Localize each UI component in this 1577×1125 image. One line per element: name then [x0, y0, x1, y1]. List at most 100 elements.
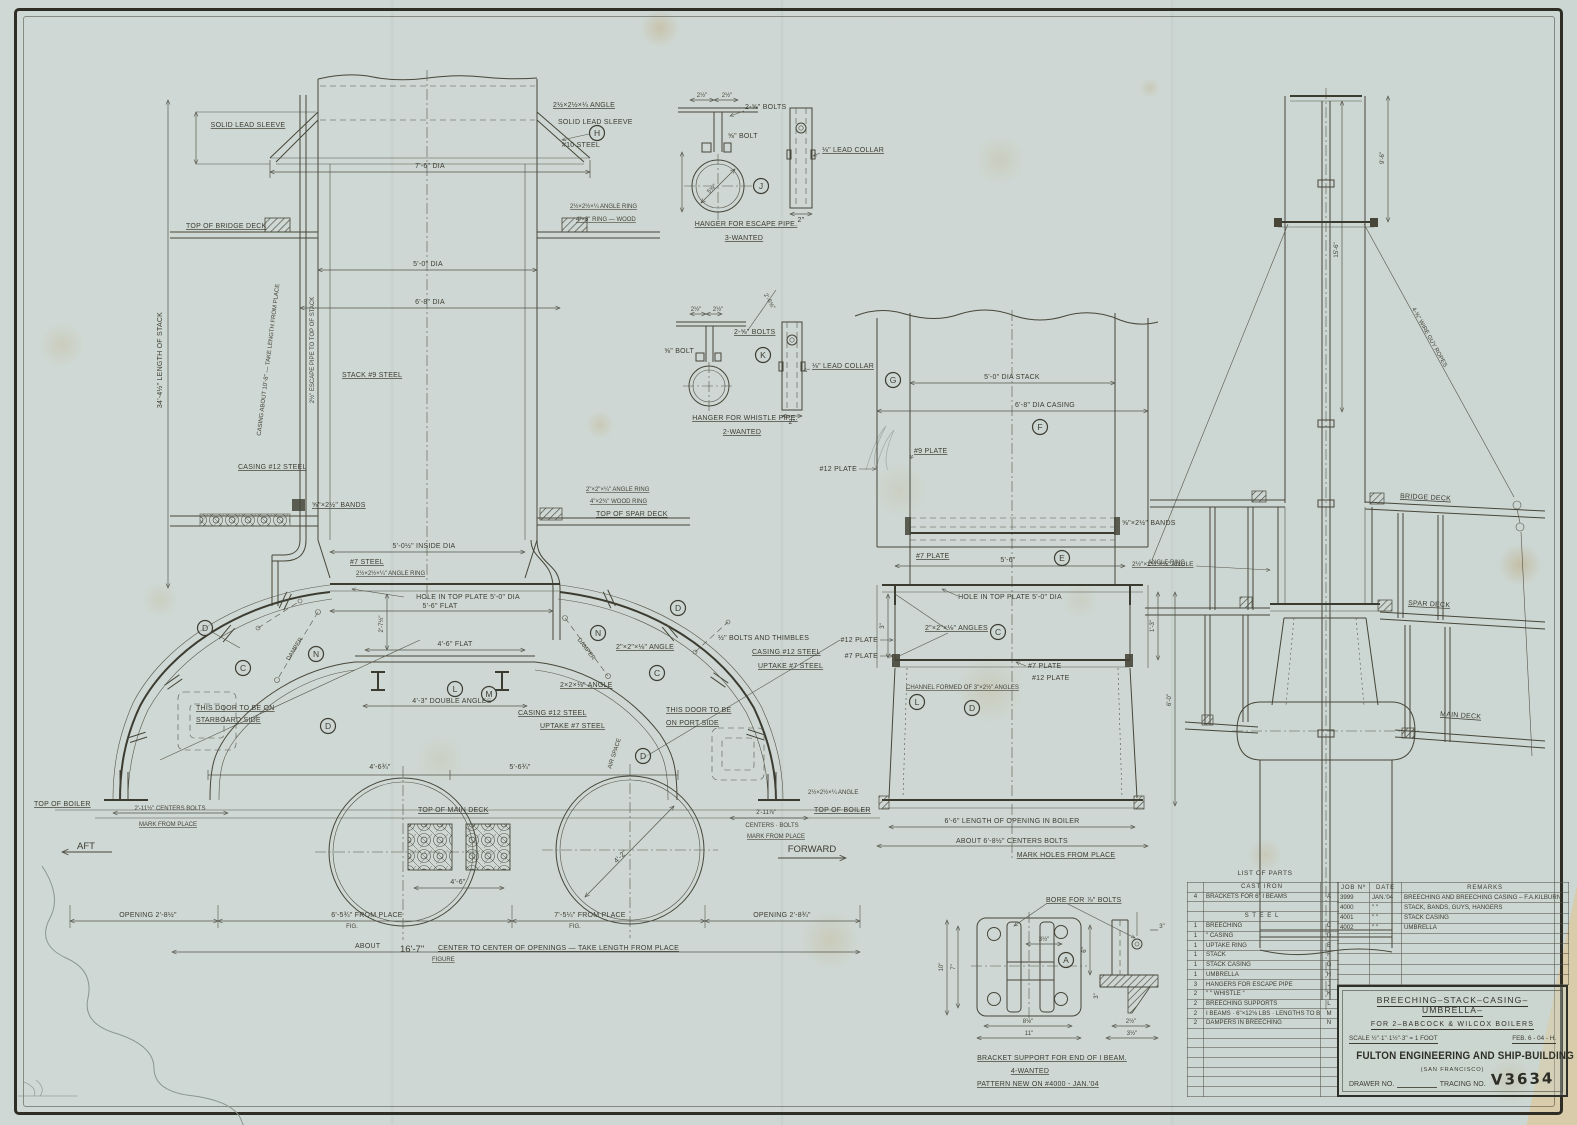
label-door-starboard-1: THIS DOOR TO BE ON	[196, 705, 275, 712]
label-opening-left: OPENING 2'-8½"	[119, 911, 177, 919]
label-dim2-a: 2"	[798, 217, 805, 224]
svg-text:N: N	[595, 628, 601, 638]
label-bolt-b: ⅝" BOLT	[664, 348, 694, 355]
marker-d: D	[669, 599, 687, 617]
label-air-space: AIR SPACE	[607, 738, 622, 770]
marker-h: H	[588, 124, 606, 142]
svg-text:D: D	[202, 623, 208, 633]
label-escape-pipe: 2½" ESCAPE PIPE TO TOP OF STACK	[309, 297, 316, 404]
label-bridge-deck: BRIDGE DECK	[1400, 493, 1451, 503]
label-dbl-angles: 4'-3" DOUBLE ANGLES	[412, 698, 491, 705]
marker-g: G	[884, 371, 902, 389]
label-casing-steel-l2: CASING #12 STEEL	[518, 710, 587, 717]
table-row	[1187, 1027, 1339, 1039]
label-top-spar-deck: TOP OF SPAR DECK	[596, 511, 668, 518]
svg-text:G: G	[890, 375, 897, 385]
label-top-boiler-left: TOP OF BOILER	[34, 801, 91, 808]
label-door-starboard-2: STARBOARD SIDE	[196, 717, 261, 724]
marker-c: C	[989, 623, 1007, 641]
label-uptake-steel-l2: UPTAKE #7 STEEL	[540, 723, 605, 730]
label-dim-2half-b: 2½"	[722, 92, 732, 99]
label-dim-5-6-3q: 5'-6¾"	[509, 764, 531, 771]
svg-text:F: F	[1037, 422, 1042, 432]
svg-text:C: C	[654, 668, 660, 678]
label-plate12-c: #12 PLATE	[1032, 675, 1070, 682]
svg-text:L: L	[453, 684, 458, 694]
label-top-main-deck: TOP OF MAIN DECK	[418, 807, 489, 814]
company-location: (SAN FRANCISCO)	[1420, 1066, 1485, 1073]
drawing-border-inner	[23, 16, 1555, 1107]
drawer-no-blank	[1397, 1080, 1437, 1088]
label-plate12-a: #12 PLATE	[819, 466, 857, 473]
table-row	[1187, 1076, 1339, 1088]
label-wood-ring-top: 4"×8" RING — WOOD	[576, 217, 636, 223]
marker-m: M	[480, 685, 498, 703]
marker-e: E	[1053, 549, 1071, 567]
label-dim-3: 3"	[1159, 924, 1164, 930]
label-top-boiler-right: TOP OF BOILER	[814, 807, 871, 814]
label-dim-4-6-3q: 4'-6¾"	[369, 764, 391, 771]
label-centers-left-2: MARK FROM PLACE	[139, 822, 197, 828]
label-dim-1-3: 1'-3"	[1150, 620, 1156, 632]
label-dim-15-6: 15'-6"	[1334, 242, 1340, 257]
label-casing-steel-right: CASING #12 STEEL	[752, 649, 821, 656]
label-dim-2half-a: 2½"	[697, 92, 707, 99]
label-dim-2half-c: 2½"	[691, 306, 701, 313]
label-dim-6-0: 6'-0"	[1167, 694, 1173, 706]
svg-text:E: E	[1059, 553, 1065, 563]
label-bracket-title: BRACKET SUPPORT FOR END OF I BEAM.	[977, 1055, 1127, 1062]
label-dim-2half-d: 2½"	[713, 306, 723, 313]
label-fig-1: FIG.	[346, 924, 358, 930]
label-dim-4-6: 4'-6"	[450, 879, 465, 886]
label-dim-5-6-side: 5'-6"	[1000, 557, 1015, 564]
marker-a: A	[1057, 951, 1075, 969]
label-escape-hanger-wanted: 3-WANTED	[725, 235, 763, 242]
label-casing-steel: CASING #12 STEEL	[238, 464, 307, 471]
label-angle-ring-uptake: 2½×2½×¼" ANGLE RING	[356, 570, 426, 577]
label-bolts-a: 2-⅝" BOLTS	[745, 104, 787, 111]
svg-text:D: D	[969, 703, 975, 713]
label-bolts-thimbles: ½" BOLTS AND THIMBLES	[718, 634, 809, 642]
marker-d: D	[319, 717, 337, 735]
label-bands-side: ⅝"×2½" BANDS	[1122, 519, 1176, 527]
label-damper-right: DAMPER	[576, 637, 597, 662]
table-row: CAST IRON	[1187, 882, 1339, 893]
table-row	[1337, 932, 1569, 945]
label-dia-casing-side: 6'-8" DIA CASING	[1015, 402, 1075, 409]
marker-j: J	[752, 177, 770, 195]
label-dim-9-6: 9'-6"	[1380, 152, 1386, 164]
label-wood-ring-spar: 4"×2¾" WOOD RING	[590, 499, 647, 505]
label-aft: AFT	[77, 841, 95, 852]
label-centers-right-2: CENTERS · BOLTS	[745, 823, 798, 829]
label-dim-2-6: 2'-6⅝"	[762, 293, 776, 311]
label-opening-right: OPENING 2'-8¾"	[753, 912, 811, 919]
label-dia-a: 5⅝"	[706, 183, 718, 195]
label-solid-lead-sleeve-right: SOLID LEAD SLEEVE	[558, 119, 633, 126]
label-figure: FIGURE	[432, 957, 455, 963]
label-dim-2h: 2½"	[1126, 1018, 1136, 1025]
label-from-place-1: 6'-5¾" FROM PLACE	[331, 912, 403, 919]
label-opening-length: 6'-6" LENGTH OF OPENING IN BOILER	[945, 818, 1080, 825]
label-dim-8h: 8½"	[1023, 1018, 1033, 1025]
label-c2c-rest: CENTER TO CENTER OF OPENINGS — TAKE LENG…	[438, 945, 679, 952]
marker-d: D	[963, 699, 981, 717]
drawing-title: BREECHING–STACK–CASING–UMBRELLA–	[1376, 995, 1529, 1017]
table-row: 4000″ ″STACK, BANDS, GUYS, HANGERS	[1337, 902, 1569, 914]
label-lead-collar-a: ⅛" LEAD COLLAR	[822, 147, 884, 154]
marker-d: D	[634, 747, 652, 765]
label-bands: ⅝"×2½" BANDS	[312, 501, 366, 509]
label-hole-top-plate-side: HOLE IN TOP PLATE 5'-0" DIA	[958, 594, 1062, 601]
label-dim-7: 7"	[951, 964, 957, 969]
label-angle-ring-top: 2½×2½×¼ ANGLE RING	[570, 203, 637, 210]
label-length-of-stack: 34'-4½" LENGTH OF STACK	[156, 312, 164, 408]
table-row	[1337, 963, 1569, 975]
